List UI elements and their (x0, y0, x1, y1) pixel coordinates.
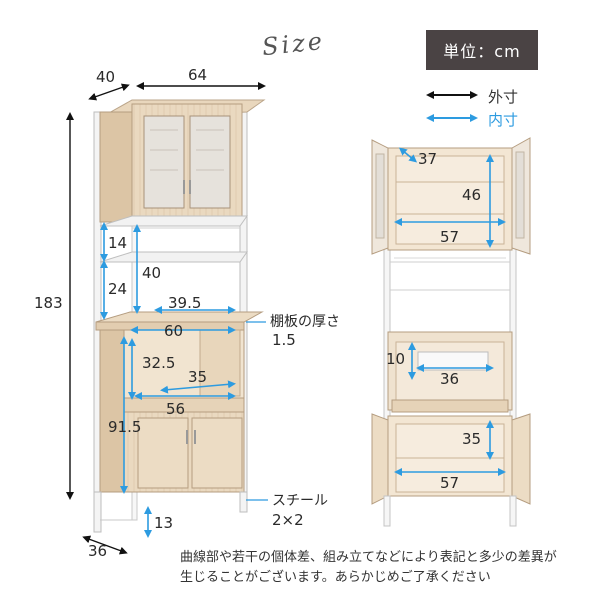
dim-depth-outer: 40 (96, 68, 116, 86)
dim-microwave-height: 32.5 (142, 354, 176, 372)
dim-gap-upper: 14 (108, 234, 128, 252)
dim-mid-height: 10 (386, 350, 406, 368)
dim-base-depth: 36 (88, 542, 108, 560)
legend-arrows (426, 91, 478, 122)
left-inner-dimension-lines (100, 222, 236, 538)
shelf-thickness-label: 棚板の厚さ (270, 314, 340, 330)
dim-shelf-depth: 60 (164, 322, 184, 340)
left-outer-dimension-lines (66, 82, 266, 555)
dim-upper-width: 57 (440, 228, 460, 246)
dim-upper-depth: 37 (418, 150, 438, 168)
dim-height-outer: 183 (34, 294, 63, 312)
dim-microwave-depth: 35 (188, 368, 208, 386)
right-cabinet (371, 137, 531, 527)
dim-open-height: 40 (142, 264, 162, 282)
dim-leg-height: 13 (154, 514, 174, 532)
legend-outer-label: 外寸 (488, 88, 519, 106)
dim-upper-height: 46 (462, 186, 482, 204)
shelf-thickness-value: 1.5 (272, 331, 296, 349)
steel-label: スチール (272, 493, 328, 509)
legend-inner-label: 内寸 (488, 111, 519, 129)
dim-shelf-width: 39.5 (168, 294, 202, 312)
dim-lower-width-right: 57 (440, 474, 460, 492)
left-cabinet (93, 99, 266, 533)
dim-mid-width: 36 (440, 370, 460, 388)
disclaimer-line-1: 曲線部や若干の個体差、組み立てなどにより表記と多少の差異が (180, 550, 557, 565)
dim-lower-height: 91.5 (108, 418, 142, 436)
dim-counter-width: 56 (166, 400, 186, 418)
steel-value: 2×2 (272, 511, 304, 529)
unit-badge: 単位：cm (426, 30, 538, 70)
dim-lower-height-right: 35 (462, 430, 482, 448)
dim-width-outer: 64 (188, 66, 208, 84)
right-inner-dimension-lines (394, 147, 506, 476)
disclaimer-line-2: 生じることがございます。あらかじめご了承ください (180, 570, 491, 585)
dim-gap-lower: 24 (108, 280, 128, 298)
left-leader-lines (246, 321, 268, 501)
